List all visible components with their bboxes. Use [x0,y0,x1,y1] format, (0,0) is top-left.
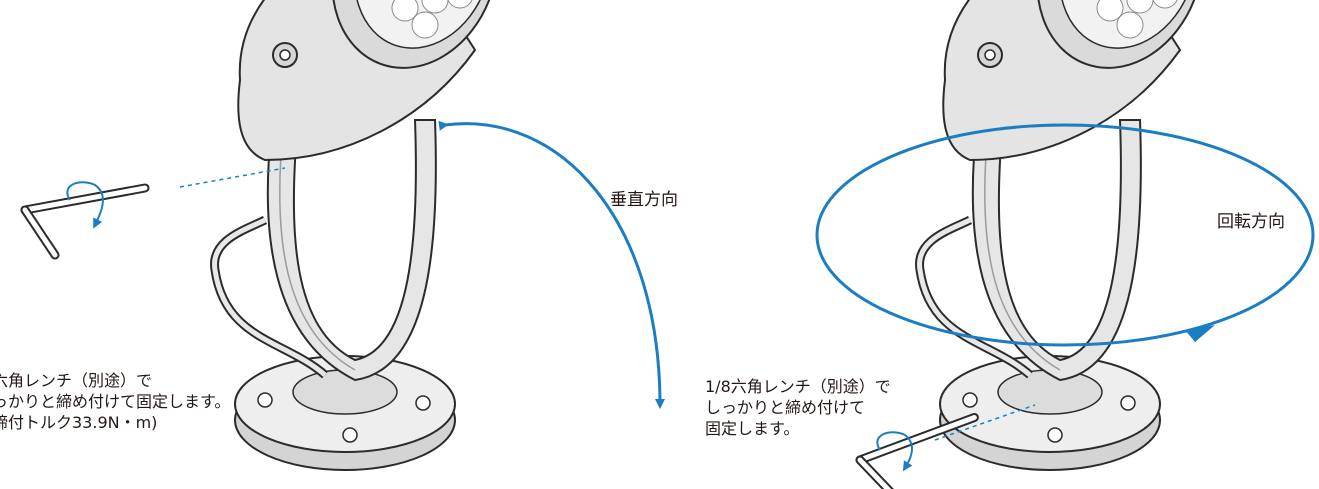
left-installation-note: 六角レンチ（別途）で っかりと締め付けて固定します。 締付トルク33.9N・m) [0,370,230,433]
vertical-direction-arrow [438,120,665,409]
right-spotlight-fixture [920,0,1230,470]
note-line: っかりと締め付けて固定します。 [0,392,231,411]
note-line: 固定します。 [705,419,800,438]
note-line: しっかりと締め付けて [705,398,866,417]
right-rotate-arrow-icon [876,431,914,472]
note-line: 1/8六角レンチ（別途）で [705,377,891,396]
rotation-direction-ellipse [815,123,1315,347]
vertical-direction-label: 垂直方向 [610,190,678,210]
right-installation-note: 1/8六角レンチ（別途）で しっかりと締め付けて 固定します。 [705,376,891,439]
rotation-arrowhead [1185,325,1215,342]
note-line: 六角レンチ（別途）で [0,371,153,390]
left-hex-wrench-icon [25,188,145,255]
rotation-direction-label: 回転方向 [1217,212,1285,232]
left-bolt-guide-line [179,167,286,188]
right-bolt-guide-line [934,404,1036,441]
note-line: 締付トルク33.9N・m) [0,413,158,432]
left-rotate-arrow-icon [66,181,104,229]
left-spotlight-fixture [215,0,525,470]
